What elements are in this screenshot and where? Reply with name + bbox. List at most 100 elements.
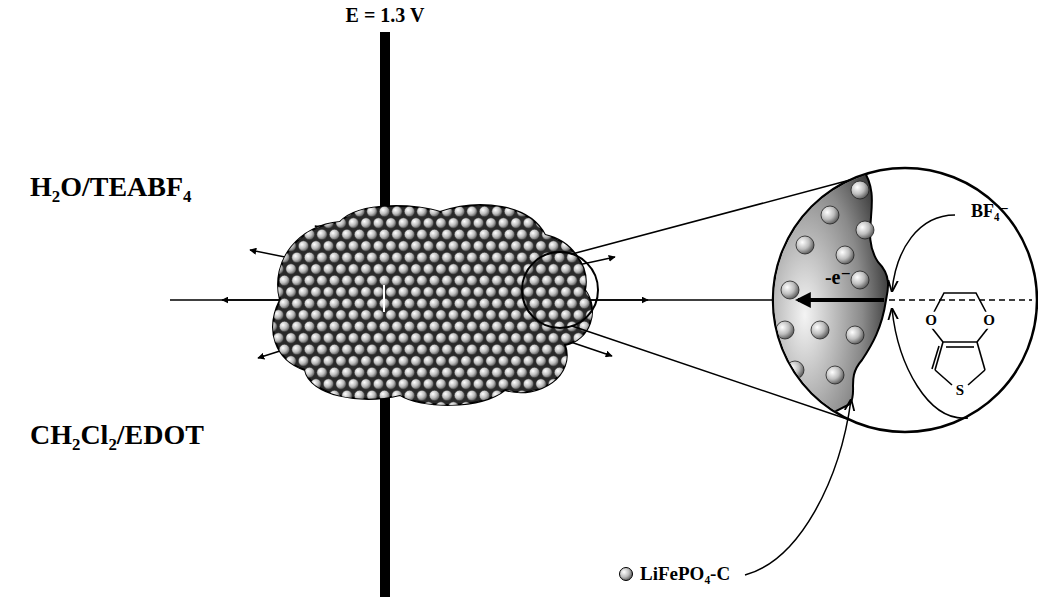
particle	[267, 390, 277, 400]
particle	[392, 367, 402, 377]
particle	[573, 195, 583, 205]
drawing-part	[946, 346, 974, 348]
particle	[579, 229, 589, 239]
particle	[504, 413, 514, 423]
particle	[392, 206, 402, 216]
particle	[373, 310, 383, 320]
particle	[342, 367, 352, 377]
particle	[604, 344, 614, 354]
particle	[429, 367, 439, 377]
particle	[542, 367, 552, 377]
particle	[298, 379, 308, 389]
particle	[261, 402, 271, 412]
particle	[404, 206, 414, 216]
particle	[329, 344, 339, 354]
particle	[554, 298, 564, 308]
particle	[554, 252, 564, 262]
particle	[423, 195, 433, 205]
particle	[454, 275, 464, 285]
particle	[267, 252, 277, 262]
particle	[367, 413, 377, 423]
particle	[786, 191, 804, 209]
particle	[373, 241, 383, 251]
particle	[492, 344, 502, 354]
particle	[354, 344, 364, 354]
particle	[404, 229, 414, 239]
particle	[411, 264, 421, 274]
particle	[486, 195, 496, 205]
particle	[423, 287, 433, 297]
particle	[479, 298, 489, 308]
particle	[448, 333, 458, 343]
particle	[529, 344, 539, 354]
particle	[329, 413, 339, 423]
particle	[323, 379, 333, 389]
particle	[286, 287, 296, 297]
particle	[404, 413, 414, 423]
particle	[342, 229, 352, 239]
particle	[479, 413, 489, 423]
atom-label: O	[982, 312, 996, 329]
particle	[511, 379, 521, 389]
particle	[267, 413, 277, 423]
particle	[392, 390, 402, 400]
particle	[279, 275, 289, 285]
drawing-part	[968, 370, 985, 385]
particle	[851, 181, 869, 199]
particle	[411, 241, 421, 251]
particle-symbol	[620, 568, 633, 581]
particle	[261, 333, 271, 343]
particle	[561, 218, 571, 228]
particle	[311, 310, 321, 320]
particle	[529, 298, 539, 308]
particle	[361, 241, 371, 251]
particle	[592, 413, 602, 423]
drawing-part	[932, 346, 939, 369]
particle	[454, 252, 464, 262]
particle	[292, 298, 302, 308]
particle	[348, 287, 358, 297]
particle	[348, 356, 358, 366]
particle	[486, 402, 496, 412]
particle	[529, 390, 539, 400]
particle	[317, 229, 327, 239]
particle	[279, 298, 289, 308]
particle	[342, 275, 352, 285]
particle	[317, 298, 327, 308]
particle	[417, 367, 427, 377]
particle	[523, 379, 533, 389]
particle	[317, 344, 327, 354]
particle	[267, 206, 277, 216]
particle	[598, 379, 608, 389]
particle	[542, 298, 552, 308]
particle	[536, 195, 546, 205]
magnified-blob	[760, 150, 888, 450]
particle	[529, 229, 539, 239]
particle	[261, 356, 271, 366]
particle	[573, 402, 583, 412]
particle	[579, 206, 589, 216]
particle	[504, 229, 514, 239]
particle	[354, 298, 364, 308]
particle	[373, 356, 383, 366]
particle	[467, 321, 477, 331]
particle	[417, 206, 427, 216]
particle	[579, 298, 589, 308]
particle	[504, 390, 514, 400]
particle	[561, 310, 571, 320]
particle	[851, 271, 869, 289]
particle	[348, 310, 358, 320]
particle	[354, 229, 364, 239]
particle	[579, 275, 589, 285]
particle	[492, 321, 502, 331]
particle	[336, 218, 346, 228]
particle	[286, 264, 296, 274]
particle	[386, 379, 396, 389]
particle	[479, 390, 489, 400]
particle	[479, 344, 489, 354]
particle	[292, 344, 302, 354]
particle	[404, 298, 414, 308]
particle	[423, 310, 433, 320]
particle	[536, 241, 546, 251]
particle	[342, 344, 352, 354]
